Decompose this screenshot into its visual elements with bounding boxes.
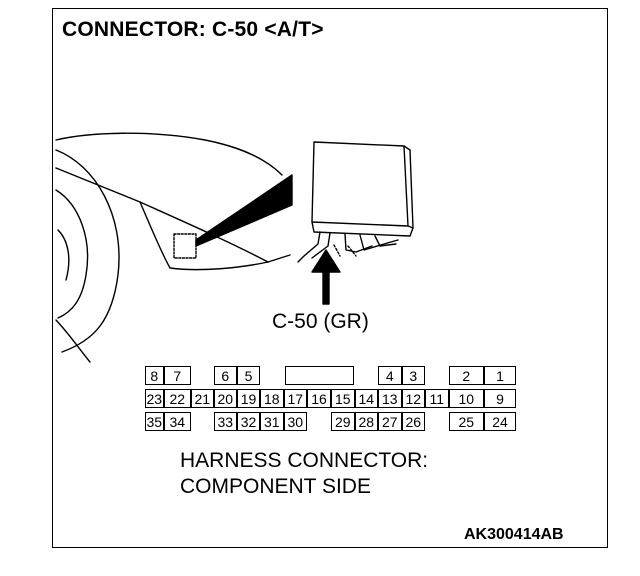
connector-pin: 12	[401, 389, 425, 408]
caption-line-2: COMPONENT SIDE	[180, 475, 371, 498]
connector-pin: 27	[378, 412, 402, 431]
diagram-frame	[52, 8, 608, 548]
connector-pin: 2	[448, 366, 484, 385]
connector-pin: 3	[401, 366, 425, 385]
connector-pin: 15	[331, 389, 355, 408]
connector-key-blank	[285, 366, 354, 385]
dashboard-outline	[55, 132, 283, 176]
connector-pin: 21	[191, 389, 214, 408]
connector-pin: 22	[163, 389, 191, 408]
connector-pin: 16	[307, 389, 331, 408]
caption-line-1: HARNESS CONNECTOR:	[180, 449, 429, 472]
connector-pin: 9	[484, 389, 516, 408]
connector-pin: 6	[213, 366, 237, 385]
connector-pin: 18	[260, 389, 284, 408]
connector-pin: 7	[163, 366, 191, 385]
connector-pin: 29	[331, 412, 355, 431]
connector-pin: 33	[213, 412, 237, 431]
control-module	[311, 141, 409, 227]
diagram-title: CONNECTOR: C-50 <A/T>	[62, 18, 324, 41]
connector-pin: 11	[425, 389, 449, 408]
connector-pin: 35	[145, 412, 164, 431]
connector-pin: 24	[484, 412, 516, 431]
connector-pin: 17	[283, 389, 307, 408]
connector-pin: 34	[163, 412, 191, 431]
connector-pin: 20	[213, 389, 237, 408]
connector-pin: 31	[260, 412, 284, 431]
connector-pin: 26	[401, 412, 425, 431]
connector-pin: 14	[354, 389, 378, 408]
connector-pin: 4	[378, 366, 402, 385]
connector-pin: 10	[448, 389, 484, 408]
connector-pin: 25	[448, 412, 484, 431]
connector-pin: 13	[378, 389, 402, 408]
connector-pin: 8	[145, 366, 164, 385]
connector-location-box	[173, 233, 197, 259]
figure-code: AK300414AB	[464, 526, 564, 543]
steering-wheel-outer	[55, 149, 120, 353]
connector-callout-label: C-50 (GR)	[272, 310, 369, 333]
connector-pin: 1	[484, 366, 516, 385]
connector-pin: 28	[354, 412, 378, 431]
steering-wheel-inner	[55, 189, 89, 319]
connector-pin: 30	[283, 412, 307, 431]
connector-pin: 5	[237, 366, 260, 385]
glovebox-edge	[139, 201, 269, 271]
callout-arrow-icon	[311, 249, 341, 305]
connector-pin: 32	[237, 412, 260, 431]
connector-pin: 23	[145, 389, 164, 408]
connector-pin: 19	[237, 389, 260, 408]
